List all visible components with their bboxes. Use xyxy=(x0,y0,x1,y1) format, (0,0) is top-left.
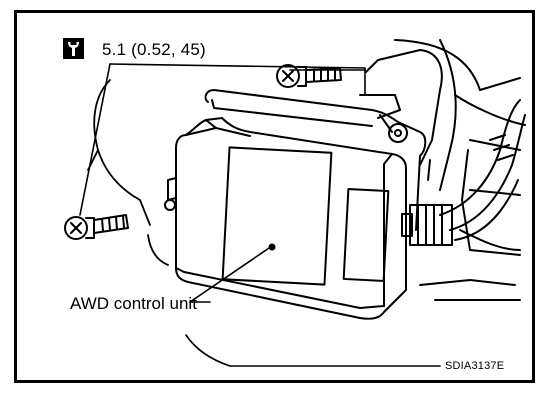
wiring-harness xyxy=(439,99,526,241)
figure-code: SDIA3137E xyxy=(445,360,505,372)
component-label: AWD control unit xyxy=(70,294,197,313)
control-unit-backplate xyxy=(204,89,427,231)
component-leader-line xyxy=(185,245,441,367)
figure-frame xyxy=(14,10,535,383)
torque-spec-label: 5.1 (0.52, 45) xyxy=(102,40,206,59)
mounting-bracket xyxy=(359,39,457,191)
body-panel xyxy=(394,39,526,301)
control-unit-housing xyxy=(164,117,407,320)
harness-clip xyxy=(87,79,169,266)
lower-bolt xyxy=(64,214,129,240)
torque-wrench-icon xyxy=(63,38,84,59)
upper-bolt xyxy=(276,64,342,88)
torque-leader-lines xyxy=(79,63,366,216)
harness-connector xyxy=(401,204,453,246)
leader-dot xyxy=(268,243,276,251)
